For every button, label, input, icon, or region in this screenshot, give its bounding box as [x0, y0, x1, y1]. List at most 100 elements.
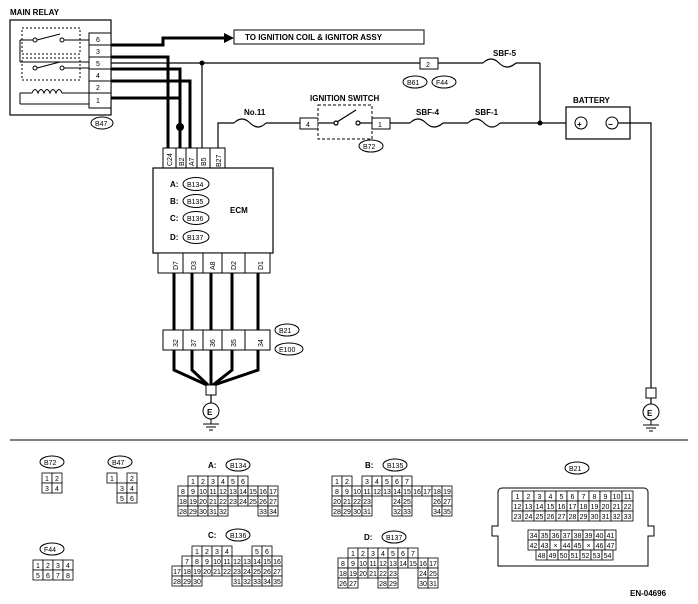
legend-cell-text: 1 [195, 549, 199, 556]
legend-b136-letter: C: [208, 531, 216, 540]
legend-b72-title: B72 [44, 460, 57, 467]
legend-cell-text: 8 [66, 573, 70, 580]
legend-cell [427, 577, 439, 589]
legend-cell-text: 28 [173, 579, 181, 586]
ecm-letter-c: C: [170, 214, 178, 223]
ecm-connector-list: A: B134 B: B135 C: B136 D: B137 [170, 177, 210, 244]
junction-dot-thick [176, 123, 184, 131]
legend-cell-text: 1 [36, 563, 40, 570]
legend-cell-text: 15 [547, 504, 555, 511]
legend-cell-text: 48 [538, 553, 546, 560]
legend-cell-text: 29 [183, 579, 191, 586]
ecm-pin-d1: D1 [258, 261, 265, 270]
legend-cell-text: 16 [273, 559, 281, 566]
legend-cell-text: 19 [591, 504, 599, 511]
legend-cell-text: 25 [253, 569, 261, 576]
fuse-sbf4-icon [409, 118, 444, 128]
legend-cell-text: 26 [259, 499, 267, 506]
ecm-connector-b135: B135 [187, 199, 203, 206]
legend-cell-text: 23 [363, 499, 371, 506]
legend-cell-text: 11 [209, 489, 216, 496]
legend-cell-text: 19 [349, 571, 357, 578]
ignition-line [217, 122, 566, 148]
legend-cell-text: 4 [225, 549, 229, 556]
legend-cell-text: 7 [582, 494, 586, 501]
legend-cell-text: 33 [259, 509, 267, 516]
legend-cell-text: 14 [393, 489, 401, 496]
ecm-pin-a8: A8 [210, 261, 217, 270]
b21-pin-35: 35 [231, 339, 238, 347]
connector-b61-label: B61 [407, 80, 420, 87]
legend-cell-text: 29 [189, 509, 197, 516]
fuse-no11-label: No.11 [244, 108, 266, 117]
legend-cell-text: 17 [173, 569, 181, 576]
relay-ecm-wires [111, 55, 192, 148]
legend-cell-text: 28 [379, 581, 387, 588]
legend-cell-text: 20 [203, 569, 211, 576]
legend-cell-text: 15 [249, 489, 257, 496]
relay-coil-icon [19, 89, 89, 105]
legend-cell-text: 4 [375, 479, 379, 486]
legend-cell [106, 472, 118, 484]
legend-cell-text: 32 [243, 579, 251, 586]
legend-cell-text: 22 [353, 499, 361, 506]
legend-cell-text: 6 [571, 494, 575, 501]
legend-cell-text: 51 [571, 553, 579, 560]
ecm-bottom-pins: D7 D3 A8 D2 D1 [173, 253, 265, 273]
switch-pin-right: 1 [378, 122, 382, 129]
legend-cell-text: 27 [273, 569, 281, 576]
legend-cell-text: 16 [419, 561, 427, 568]
legend-cell-text: 17 [269, 489, 277, 496]
connector-b61-badge [402, 75, 428, 89]
legend-cell-text: 31 [233, 579, 241, 586]
to-ignition-label: TO IGNITION COIL & IGNITOR ASSY [245, 33, 383, 42]
legend-cell-text: 4 [130, 486, 134, 493]
legend-cell-text: 30 [419, 581, 427, 588]
main-relay-connector [88, 32, 112, 109]
ecm-top-pins: C24 B2 A7 B5 B27 [167, 148, 223, 168]
b21-pin-36: 36 [210, 339, 217, 347]
legend-b134-letter: A: [208, 461, 216, 470]
legend-cell-text: 2 [527, 494, 531, 501]
b21-pin-34: 34 [258, 339, 265, 347]
legend-cell-text: 14 [536, 504, 544, 511]
ecm-pin-b27: B27 [216, 154, 223, 167]
legend-cell-text: × [553, 543, 557, 550]
legend-cell-text: 27 [349, 581, 357, 588]
legend-cell-text: 24 [419, 571, 427, 578]
legend-cell-text: 1 [351, 551, 355, 558]
legend-b135-letter: B: [365, 461, 373, 470]
connector-b72-badge [358, 139, 384, 153]
relay-pin-5: 5 [96, 61, 100, 68]
legend-cell-text: 26 [339, 581, 347, 588]
legend-cell-text: 21 [343, 499, 351, 506]
legend-cell-text: 23 [233, 569, 241, 576]
legend-cell-text: 2 [345, 479, 349, 486]
ecm-connector-b134: B134 [187, 182, 203, 189]
legend-cell-text: 6 [130, 496, 134, 503]
legend-cell-text: 7 [56, 573, 60, 580]
legend-cell-text: 5 [391, 551, 395, 558]
legend-cell-text: 10 [199, 489, 207, 496]
main-relay-pins: 6 3 5 4 2 1 [89, 37, 111, 105]
legend-cell-text: 9 [345, 489, 349, 496]
legend-cell-text: 7 [185, 559, 189, 566]
legend-cell-text: 10 [213, 559, 221, 566]
relay-pin-3: 3 [96, 49, 100, 56]
legend-cell-text: 2 [46, 563, 50, 570]
legend-cell-text: 16 [413, 489, 421, 496]
legend-cell-text: 24 [243, 569, 251, 576]
legend-cell-text: 13 [243, 559, 251, 566]
legend-cell-text: 12 [219, 489, 227, 496]
legend-cell-text: 15 [263, 559, 271, 566]
legend-cell-text: 10 [613, 494, 621, 501]
ecm-pin-d7: D7 [173, 261, 180, 270]
legend-cell-text: 29 [580, 514, 588, 521]
ecm-connector-b137: B137 [187, 235, 203, 242]
ecm-pin-b5: B5 [201, 157, 208, 166]
legend-cell-text: 1 [516, 494, 520, 501]
ecm-pin-c24: C24 [167, 153, 174, 166]
